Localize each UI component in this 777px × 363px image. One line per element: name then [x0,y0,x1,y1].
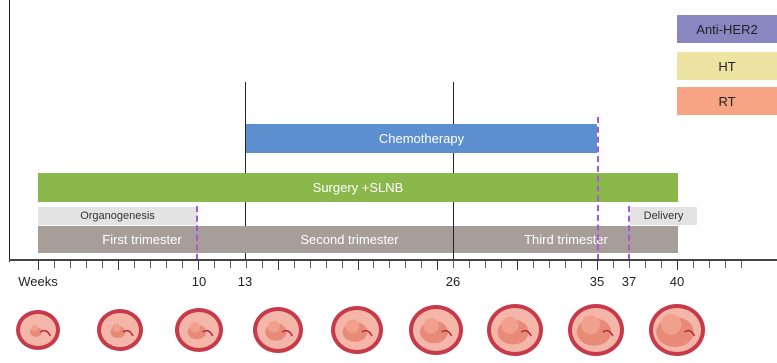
axis-tick [133,261,135,268]
axis-tick [565,261,567,268]
first-trimester-bar: First trimester [38,226,246,253]
third-trimester-bar: Third trimester [454,226,678,253]
axis-tick [645,261,647,268]
organogenesis-label: Organogenesis [80,210,155,222]
dashed-line-week-10 [196,206,198,260]
axis-tick [692,261,694,268]
axis-tick [533,261,535,268]
axis-tick [405,261,407,268]
fetus-week-8-icon [92,300,148,356]
axis-tick [357,261,359,270]
weeks-axis [9,259,777,261]
axis-tick [469,261,471,268]
axis-tick [213,261,215,268]
axis-tick [85,261,87,268]
axis-tick [661,261,663,268]
axis-tick [549,261,551,268]
tick-label-10: 10 [191,274,207,289]
axis-tick [309,261,311,268]
dashed-line-week-35 [597,117,599,260]
fetus-week-16-icon [250,300,306,356]
tick-label-35: 35 [589,274,605,289]
axis-tick [245,261,247,268]
axis-tick [597,261,599,270]
axis-tick [389,261,391,268]
organogenesis-bar: Organogenesis [38,207,197,225]
axis-tick [421,261,423,268]
legend-rt-label: RT [718,93,736,109]
fetus-week-36-icon [649,300,705,356]
fetus-week-20-icon [329,300,385,356]
fetus-week-32-icon [568,300,624,356]
left-border-line [9,0,10,262]
chemotherapy-label: Chemotherapy [378,131,465,146]
legend-anti-her2-label: Anti-HER2 [696,21,758,37]
axis-tick [708,261,710,268]
axis-tick [165,261,167,268]
axis-tick [117,261,119,270]
chemotherapy-bar: Chemotherapy [246,124,597,153]
tick-label-37: 37 [621,274,637,289]
tick-label-13: 13 [237,274,253,289]
fetus-week-28-icon [487,300,543,356]
axis-tick [485,261,487,268]
axis-tick [229,261,231,268]
surgery-bar: Surgery +SLNB [38,173,678,202]
axis-tick [38,261,39,270]
axis-tick [453,261,455,268]
second-trimester-label: Second trimester [300,232,399,247]
second-trimester-bar: Second trimester [246,226,453,253]
axis-tick [724,261,726,268]
axis-tick [501,261,503,268]
surgery-label: Surgery +SLNB [312,180,404,195]
axis-tick [629,261,631,268]
first-trimester-label: First trimester [102,232,182,247]
dashed-line-week-37 [628,206,630,260]
axis-tick [149,261,151,268]
delivery-bar: Delivery [630,207,697,225]
phase-line-week-26 [453,82,454,260]
tick-label-26: 26 [445,274,461,289]
axis-tick [53,261,55,268]
axis-tick [581,261,583,268]
axis-tick [740,261,742,268]
tick-label-40: 40 [669,274,685,289]
fetus-week-12-icon [171,300,227,356]
axis-tick [325,261,327,268]
axis-tick [517,261,519,270]
phase-line-week-13 [245,82,246,260]
axis-tick [197,261,199,270]
axis-tick [293,261,295,268]
axis-tick [69,261,71,268]
fetus-week-4-icon [10,300,66,356]
axis-tick [277,261,279,270]
fetus-week-24-icon [408,300,464,356]
legend-anti-her2: Anti-HER2 [677,15,777,43]
weeks-axis-label: Weeks [18,274,58,289]
axis-tick [677,261,678,270]
third-trimester-label: Third trimester [524,232,608,247]
axis-tick [373,261,375,268]
axis-tick [437,261,439,270]
axis-tick [261,261,263,268]
legend-rt: RT [677,87,777,115]
axis-tick [613,261,615,268]
axis-tick [101,261,103,268]
axis-tick [181,261,183,268]
legend-ht-label: HT [718,58,736,74]
legend-ht: HT [677,52,777,80]
axis-tick [341,261,343,268]
delivery-label: Delivery [643,210,684,222]
